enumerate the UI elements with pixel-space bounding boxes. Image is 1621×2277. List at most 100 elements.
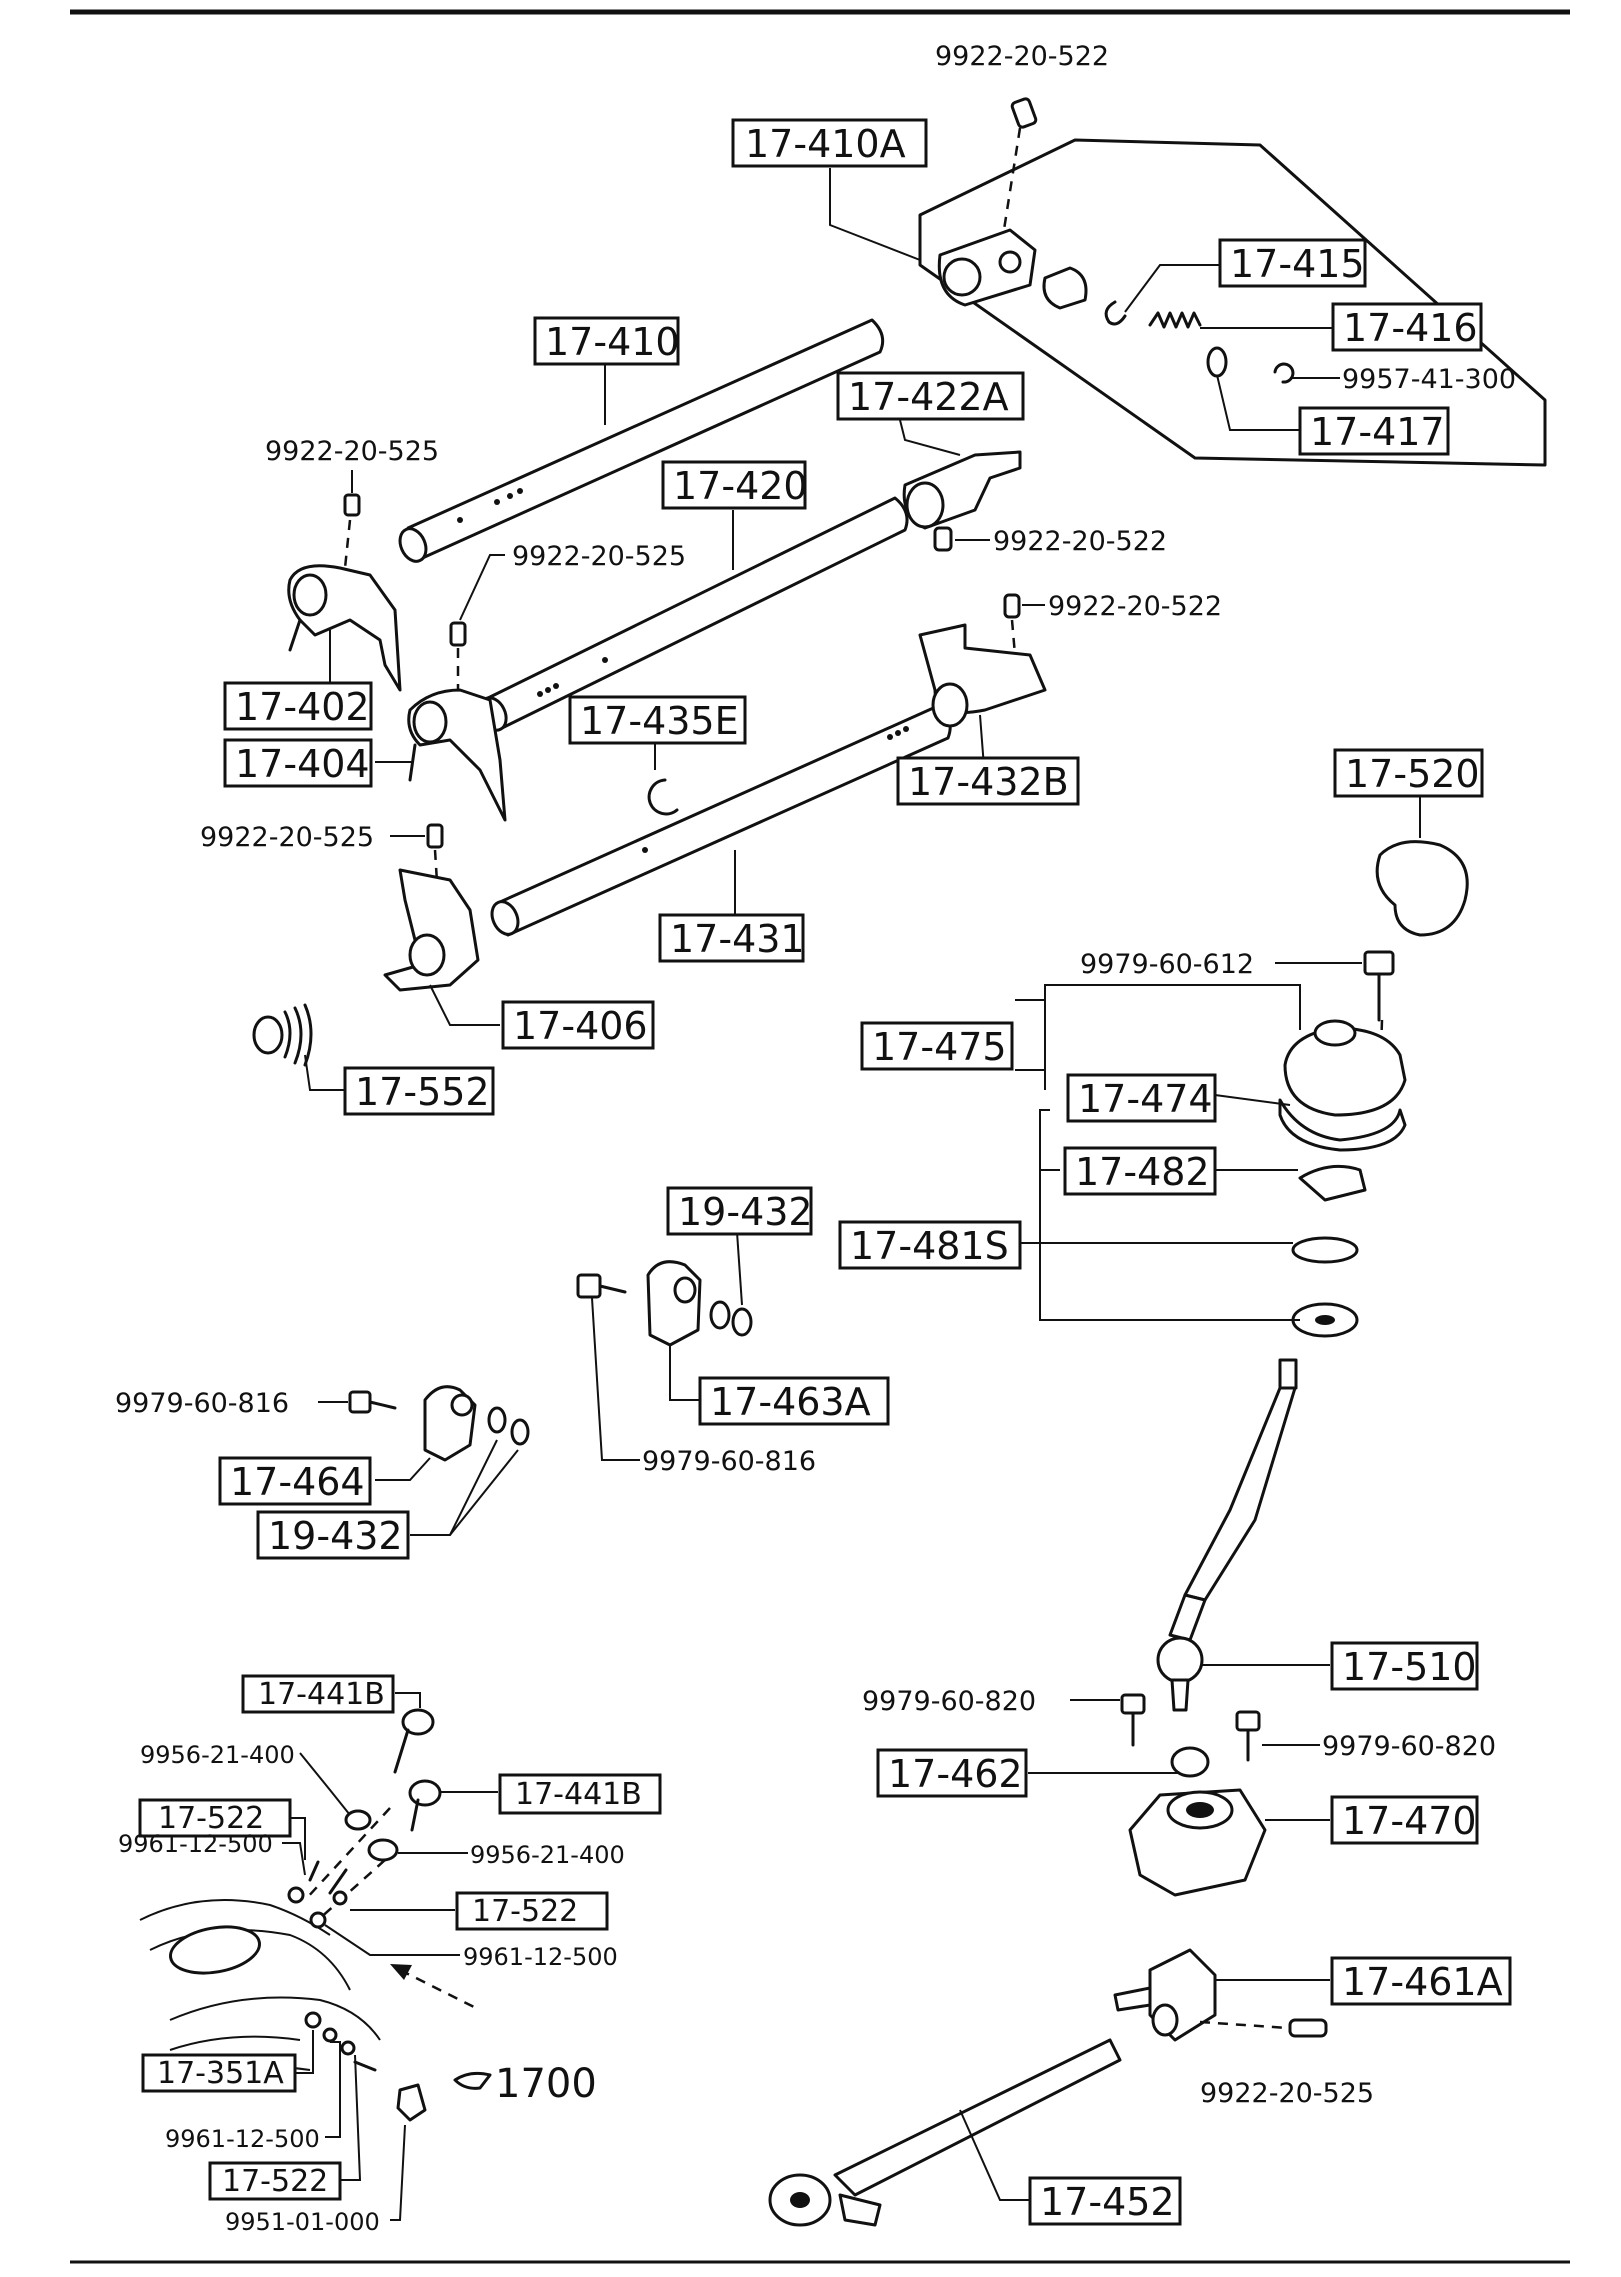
fork-body-17-406 <box>383 868 480 992</box>
text-n-522-b: 9922-20-522 <box>993 526 1167 557</box>
leader-17-441B-a <box>395 1692 421 1708</box>
plate-hole-17-463A <box>673 1276 697 1304</box>
lever-17-464-group <box>318 1385 530 1536</box>
label-17-522-a: 17-522 <box>158 1801 264 1836</box>
leader-17-474 <box>1214 1094 1291 1106</box>
label-17-416: 17-416 <box>1343 306 1478 350</box>
box-17-441B-b <box>498 1773 662 1815</box>
box-17-406 <box>501 1000 655 1050</box>
bolt-head-816-b <box>576 1273 602 1299</box>
shift-rod-group <box>398 318 952 937</box>
ring-19-432-d <box>510 1418 530 1446</box>
spring-pin-top <box>1010 97 1038 129</box>
label-17-552: 17-552 <box>355 1070 490 1114</box>
label-boxes: 17-410A 17-415 17-416 17-417 17-410 17-4… <box>138 118 1512 2226</box>
label-17-475: 17-475 <box>872 1025 1007 1069</box>
lever-bore <box>942 257 982 297</box>
box-17-510 <box>1330 1641 1479 1691</box>
bolt-17-441B-b <box>408 1779 442 1807</box>
text-n-525-c: 9922-20-525 <box>200 822 374 853</box>
pin-9922-20-525-c <box>426 823 444 849</box>
label-17-435E: 17-435E <box>580 699 739 743</box>
box-17-552 <box>343 1066 495 1116</box>
box-17-415 <box>1218 238 1367 288</box>
text-n-522-c: 9922-20-522 <box>1048 591 1222 622</box>
label-17-464: 17-464 <box>230 1460 365 1504</box>
label-17-417: 17-417 <box>1310 410 1445 454</box>
plug-a <box>287 1886 305 1904</box>
text-n-9951: 9951-01-000 <box>225 2208 380 2236</box>
label-17-510: 17-510 <box>1342 1645 1477 1689</box>
label-17-463A: 17-463A <box>710 1380 871 1424</box>
arrow-head-1700 <box>390 1964 412 1980</box>
text-n-9957: 9957-41-300 <box>1342 364 1516 395</box>
pointer-1700 <box>453 2071 492 2090</box>
box-17-482 <box>1063 1146 1217 1196</box>
spring-coil-2 <box>283 1010 292 1059</box>
box-17-463A <box>698 1376 890 1426</box>
plate-17-463A <box>646 1260 702 1347</box>
leader-17-463A <box>669 1345 700 1401</box>
joint-17-461A <box>1113 1948 1330 2042</box>
case-port <box>169 1925 261 1975</box>
plate-17-482 <box>1298 1164 1367 1202</box>
label-17-482: 17-482 <box>1075 1150 1210 1194</box>
ring-19-432-a <box>709 1300 731 1330</box>
shift-knob-body <box>1375 840 1469 937</box>
pin-9922-20-525-b <box>449 621 467 647</box>
rod-end-17-410 <box>398 527 428 563</box>
fork-arm-17-404 <box>408 743 417 782</box>
group-17-410A <box>829 97 1547 467</box>
shift-knob-17-520 <box>1375 797 1469 937</box>
leader-9961-c <box>325 2041 341 2138</box>
spring-17-552 <box>252 1003 345 1091</box>
leader-19-432-b-2 <box>449 1449 519 1536</box>
spring-coil-3 <box>293 1006 303 1065</box>
box-19-432-a <box>666 1186 813 1236</box>
fork-bore-17-406 <box>408 933 446 977</box>
text-n-9961-c: 9961-12-500 <box>165 2125 320 2153</box>
washer-9956-a <box>344 1809 372 1831</box>
label-17-470: 17-470 <box>1342 1799 1477 1843</box>
text-n-612: 9979-60-612 <box>1080 949 1254 980</box>
bolt-shank-816-a <box>368 1400 397 1410</box>
bracket-17-475 <box>1015 999 1046 1071</box>
box-17-464 <box>218 1456 372 1506</box>
leader-9961-b <box>324 1924 460 1956</box>
label-17-415: 17-415 <box>1230 242 1365 286</box>
washer-part <box>1206 346 1228 378</box>
leader-dash-525-a <box>343 519 352 569</box>
label-17-432B: 17-432B <box>908 760 1069 804</box>
bushing-part <box>1042 266 1088 310</box>
label-17-422A: 17-422A <box>848 375 1009 419</box>
box-17-402 <box>223 681 373 731</box>
leader-17-351A <box>295 2030 314 2074</box>
box-17-410 <box>533 316 680 366</box>
spring-part <box>1148 311 1202 329</box>
box-19-432-b <box>256 1510 410 1560</box>
label-17-462: 17-462 <box>888 1752 1023 1796</box>
text-n-9961-b: 9961-12-500 <box>463 1943 618 1971</box>
plug-c <box>332 1890 348 1906</box>
bolt-shank-816-b <box>598 1284 627 1294</box>
label-17-431: 17-431 <box>670 917 805 961</box>
leader-17-475-top <box>1044 984 1301 1030</box>
box-17-474 <box>1066 1073 1217 1123</box>
fork-arm-17-402 <box>288 618 302 652</box>
leader-dash-525-d <box>1199 2020 1289 2030</box>
box-17-422A <box>836 371 1025 421</box>
bushing-17-462 <box>1170 1746 1210 1778</box>
box-17-522-a <box>138 1798 292 1838</box>
label-17-452: 17-452 <box>1040 2180 1175 2224</box>
box-17-520 <box>1333 748 1484 798</box>
bolts-9979-60-820 <box>1028 1693 1320 1778</box>
label-17-351A: 17-351A <box>157 2056 284 2091</box>
label-17-406: 17-406 <box>513 1004 648 1048</box>
shift-rod-17-452 <box>768 2038 1122 2227</box>
label-17-520: 17-520 <box>1345 752 1480 796</box>
box-17-522-b <box>455 1891 609 1931</box>
leader-17-552 <box>304 1054 345 1091</box>
text-n-9956-b: 9956-21-400 <box>470 1841 625 1869</box>
box-17-410A <box>731 118 928 168</box>
